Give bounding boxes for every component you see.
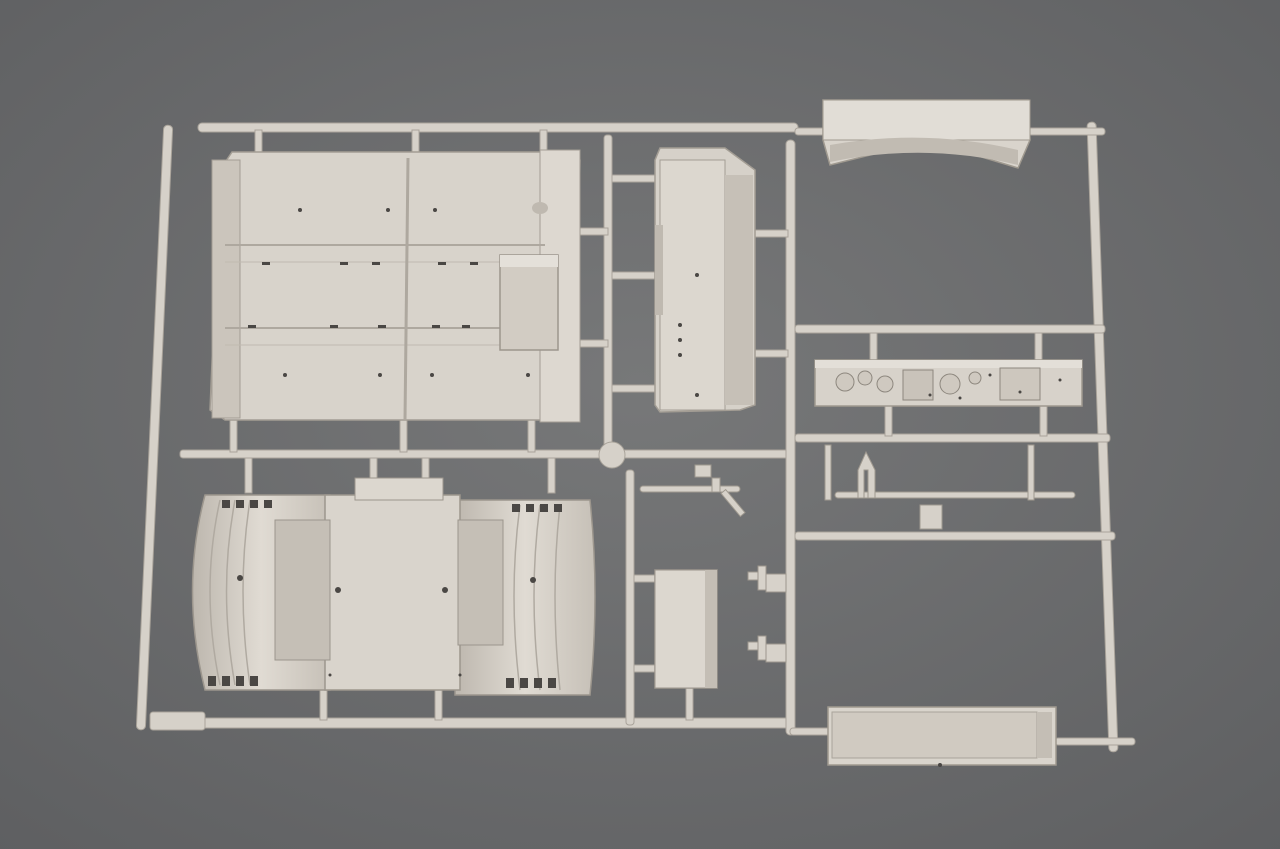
runner-left <box>135 124 174 731</box>
part-brackets <box>747 565 787 663</box>
sprue-frame <box>135 121 1136 753</box>
runner-bottom-link <box>789 727 831 736</box>
runner-inner-vertical <box>603 134 613 456</box>
part-floor-panel <box>209 149 581 423</box>
part-instrument-panel <box>814 359 1083 407</box>
runner-tab <box>149 711 206 731</box>
runner-middle <box>179 449 791 459</box>
runner-right-2 <box>794 433 1111 443</box>
runner-top <box>197 122 799 133</box>
part-side-panel <box>654 147 756 413</box>
part-fender-assembly <box>191 477 596 696</box>
part-tank-bottom <box>827 706 1057 767</box>
part-linkage <box>639 464 746 518</box>
runner-top-link <box>794 127 826 136</box>
runner-inner-vertical-2 <box>625 469 635 726</box>
part-control-rod <box>824 444 1076 530</box>
floor-box <box>499 254 559 351</box>
runner-hub <box>598 441 626 469</box>
part-tank-top <box>822 99 1031 169</box>
runner-bottom <box>149 717 791 729</box>
runner-top-right-link <box>1024 127 1106 136</box>
runner-center <box>785 139 796 736</box>
runner-right-3 <box>794 531 1116 541</box>
runner-bottom-right-link <box>1054 737 1136 746</box>
part-small-box <box>654 569 718 689</box>
runner-right-1 <box>794 324 1106 334</box>
